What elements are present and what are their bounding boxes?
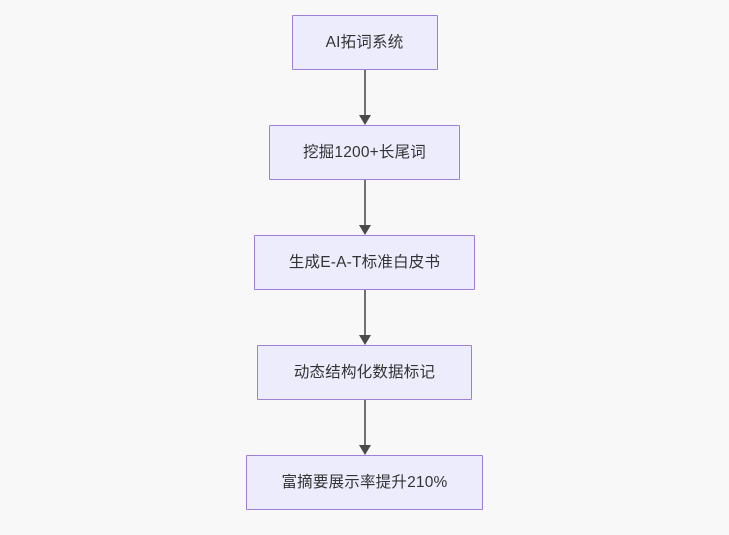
flow-edge-n2-to-n3 — [355, 180, 375, 235]
edge-line — [363, 180, 366, 226]
flow-node-dynamic-structured-data-markup[interactable]: 动态结构化数据标记 — [257, 345, 472, 400]
edge-line — [363, 70, 366, 116]
flow-node-ai-keyword-system[interactable]: AI拓词系统 — [291, 15, 438, 70]
flow-node-mine-longtail-keywords[interactable]: 挖掘1200+长尾词 — [269, 125, 460, 180]
flow-node-label: 生成E-A-T标准白皮书 — [288, 253, 441, 271]
flow-edge-n3-to-n4 — [355, 290, 375, 345]
edge-line — [363, 400, 366, 446]
flow-edge-n1-to-n2 — [355, 70, 375, 125]
flow-edge-n4-to-n5 — [355, 400, 375, 455]
flowchart-node-column: AI拓词系统 挖掘1200+长尾词 生成E-A-T标准白皮书 动态结构化数据标记 — [0, 15, 729, 510]
flow-node-label: AI拓词系统 — [325, 33, 404, 51]
arrow-head-icon — [358, 445, 371, 455]
flow-node-label: 富摘要展示率提升210% — [281, 473, 448, 491]
flow-node-generate-eat-whitepaper[interactable]: 生成E-A-T标准白皮书 — [254, 235, 475, 290]
arrow-head-icon — [358, 225, 371, 235]
edge-line — [363, 290, 366, 336]
flow-node-rich-snippet-impression-uplift[interactable]: 富摘要展示率提升210% — [246, 455, 483, 510]
flow-node-label: 动态结构化数据标记 — [293, 363, 436, 381]
arrow-head-icon — [358, 335, 371, 345]
arrow-head-icon — [358, 115, 371, 125]
flow-node-label: 挖掘1200+长尾词 — [302, 143, 427, 161]
